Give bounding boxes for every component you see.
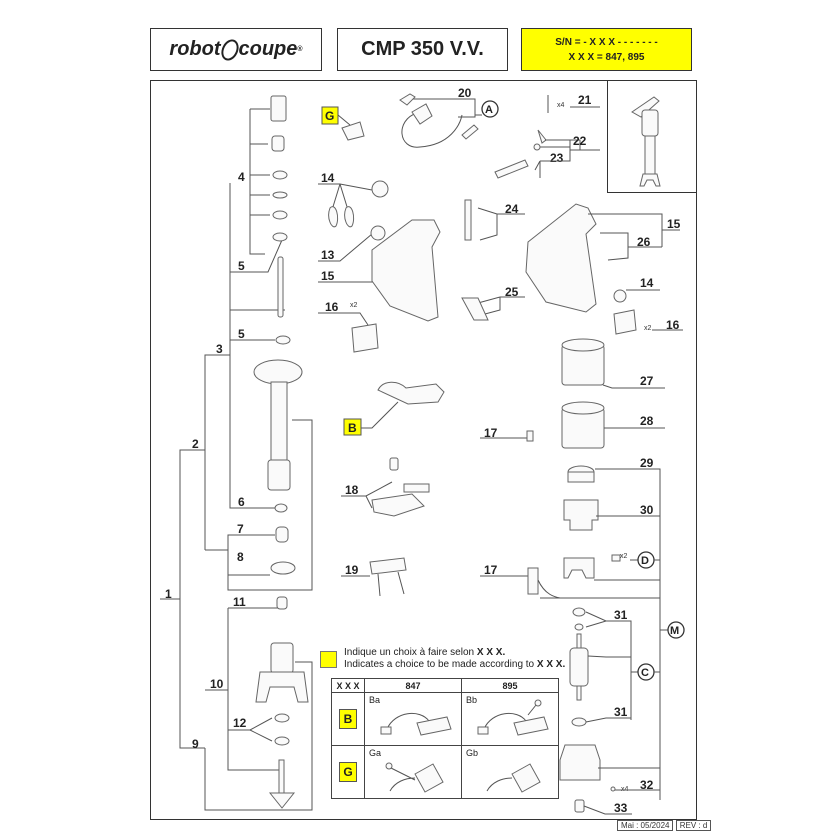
variant-ga-image: Ga <box>365 746 461 798</box>
callout-31b: 31 <box>614 705 628 719</box>
variant-bb-label: Bb <box>466 695 478 705</box>
serial-line-1: S/N = - X X X - - - - - - - <box>555 36 658 48</box>
callout-26: 26 <box>637 235 651 249</box>
callout-31a: 31 <box>614 608 628 622</box>
callout-17a: 17 <box>484 426 498 440</box>
serial-line-2: X X X = 847, 895 <box>568 51 645 63</box>
callout-8: 8 <box>237 550 244 564</box>
callout-27: 27 <box>640 374 654 388</box>
brand-name-2: coupe <box>238 38 298 60</box>
svg-text:B: B <box>348 421 357 435</box>
left-parts <box>253 95 309 809</box>
variant-ba-label: Ba <box>369 695 381 705</box>
qty-16a: x2 <box>350 302 358 309</box>
callout-22: 22 <box>573 134 587 148</box>
robot-coupe-logo: robot coupe® <box>150 28 322 71</box>
callout-10: 10 <box>210 677 224 691</box>
callout-21: 21 <box>578 93 592 107</box>
callout-1: 1 <box>165 587 172 601</box>
qty-d: x2 <box>620 553 628 560</box>
footer-rev: REV : d <box>675 820 712 831</box>
registered-mark: ® <box>297 46 303 53</box>
callout-4: 4 <box>238 170 245 184</box>
legend-xxx-en: X X X. <box>536 659 566 670</box>
footer-revision: Mai : 05/2024 REV : d <box>617 820 712 831</box>
callout-2: 2 <box>192 437 199 451</box>
callout-14b: 14 <box>640 276 654 290</box>
callout-18: 18 <box>345 483 359 497</box>
table-row: G Ga Gb <box>331 745 559 799</box>
callout-16a: 16 <box>325 300 339 314</box>
callout-3: 3 <box>216 342 223 356</box>
callout-25: 25 <box>505 285 519 299</box>
model-title: CMP 350 V.V. <box>337 28 508 71</box>
right-parts <box>559 338 621 813</box>
callout-11: 11 <box>233 595 246 609</box>
diagram-frame <box>150 80 697 820</box>
table-row: B Ba Bb <box>331 692 559 746</box>
callout-32: 32 <box>640 778 654 792</box>
callout-30: 30 <box>640 503 654 517</box>
header-895: 895 <box>461 678 559 693</box>
callout-19: 19 <box>345 563 359 577</box>
choice-marker-b: B <box>343 418 362 436</box>
legend-text-fr: Indique un choix à faire selon <box>344 647 475 658</box>
callout-5b: 5 <box>238 327 245 341</box>
group-marker-a: A <box>485 104 493 116</box>
callout-9: 9 <box>192 737 199 751</box>
qty-16b: x2 <box>644 325 652 332</box>
group-marker-d: D <box>641 555 649 567</box>
choice-table: X X X 847 895 B Ba Bb G Ga Gb <box>331 678 559 799</box>
brand-name: robot <box>169 38 221 60</box>
choice-marker-g: G <box>321 106 339 125</box>
product-thumbnail <box>607 80 697 193</box>
callout-14a: 14 <box>321 171 335 185</box>
legend-text-en: Indicates a choice to be made according … <box>344 659 535 670</box>
legend: Indique un choix à faire selon X X X. In… <box>320 647 565 671</box>
callout-33: 33 <box>614 801 628 815</box>
choice-table-header: X X X 847 895 <box>331 678 559 693</box>
group-marker-m: M <box>670 625 679 637</box>
callout-29: 29 <box>640 456 654 470</box>
row-marker-g: G <box>339 762 357 782</box>
callout-24: 24 <box>505 202 519 216</box>
variant-ba-image: Ba <box>365 693 461 745</box>
callout-20: 20 <box>458 86 472 100</box>
legend-xxx-fr: X X X. <box>476 647 506 658</box>
serial-number-box: S/N = - X X X - - - - - - - X X X = 847,… <box>521 28 692 71</box>
callout-7: 7 <box>237 522 244 536</box>
callout-12: 12 <box>233 716 247 730</box>
variant-bb-image: Bb <box>462 693 558 745</box>
legend-swatch <box>320 651 337 668</box>
row-marker-b: B <box>339 709 357 729</box>
callout-23: 23 <box>550 151 564 165</box>
callout-17b: 17 <box>484 563 498 577</box>
callout-15a: 15 <box>321 269 335 283</box>
variant-gb-image: Gb <box>462 746 558 798</box>
callout-15b: 15 <box>667 217 681 231</box>
group-marker-c: C <box>641 667 649 679</box>
footer-date: Mai : 05/2024 <box>617 820 674 831</box>
header-xxx: X X X <box>331 678 365 693</box>
callout-6: 6 <box>238 495 245 509</box>
qty-21: x4 <box>557 102 565 109</box>
callout-13: 13 <box>321 248 335 262</box>
variant-gb-label: Gb <box>466 748 479 758</box>
blender-thumbnail-icon <box>631 96 661 187</box>
callout-5a: 5 <box>238 259 245 273</box>
callout-28: 28 <box>640 414 654 428</box>
variant-ga-label: Ga <box>369 748 382 758</box>
svg-text:G: G <box>325 109 334 123</box>
callout-16b: 16 <box>666 318 680 332</box>
left-tree-lines <box>160 108 313 811</box>
header-847: 847 <box>364 678 462 693</box>
